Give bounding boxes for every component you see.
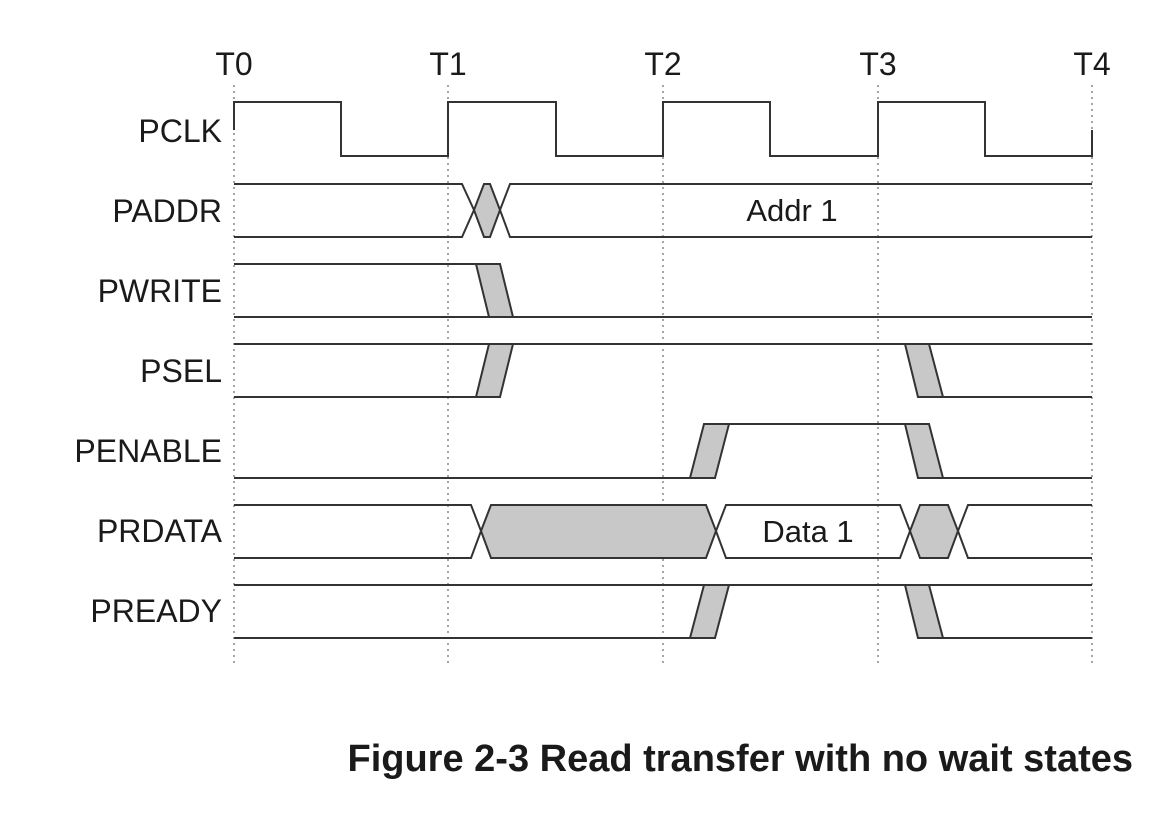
signal-label-pclk: PCLK	[138, 113, 222, 149]
waveform-penable	[234, 423, 1092, 479]
psel-fall-shade	[903, 343, 945, 398]
tick-t2: T2	[644, 46, 681, 82]
signal-label-penable: PENABLE	[74, 433, 222, 469]
waveform-pwrite	[234, 263, 1092, 318]
figure-caption: Figure 2-3 Read transfer with no wait st…	[347, 738, 1133, 780]
psel-rise-shade	[474, 343, 515, 398]
pready-rise-shade	[688, 584, 731, 639]
penable-fall-shade	[903, 423, 945, 479]
waveform-pready	[234, 584, 1092, 639]
prdata-invalid-shade	[479, 504, 718, 559]
tick-t4: T4	[1073, 46, 1110, 82]
waveform-prdata: Data 1	[234, 504, 1092, 559]
signal-label-pwrite: PWRITE	[98, 273, 222, 309]
prdata-release-shade	[908, 504, 960, 559]
tick-t1: T1	[429, 46, 466, 82]
paddr-transition-shade	[472, 183, 502, 238]
signal-label-pready: PREADY	[90, 593, 222, 629]
signal-label-paddr: PADDR	[112, 193, 222, 229]
time-gridlines	[233, 85, 1093, 665]
waveform-pclk	[233, 101, 1093, 157]
pwrite-transition-shade	[474, 263, 515, 318]
prdata-value-label: Data 1	[762, 514, 853, 549]
penable-rise-shade	[688, 423, 731, 479]
pready-fall-shade	[903, 584, 945, 639]
tick-t3: T3	[859, 46, 896, 82]
tick-t0: T0	[215, 46, 252, 82]
signal-label-prdata: PRDATA	[97, 513, 223, 549]
paddr-value-label: Addr 1	[746, 193, 837, 228]
waveform-paddr: Addr 1	[234, 183, 1092, 238]
waveform-psel	[234, 343, 1092, 398]
signal-label-psel: PSEL	[140, 353, 222, 389]
